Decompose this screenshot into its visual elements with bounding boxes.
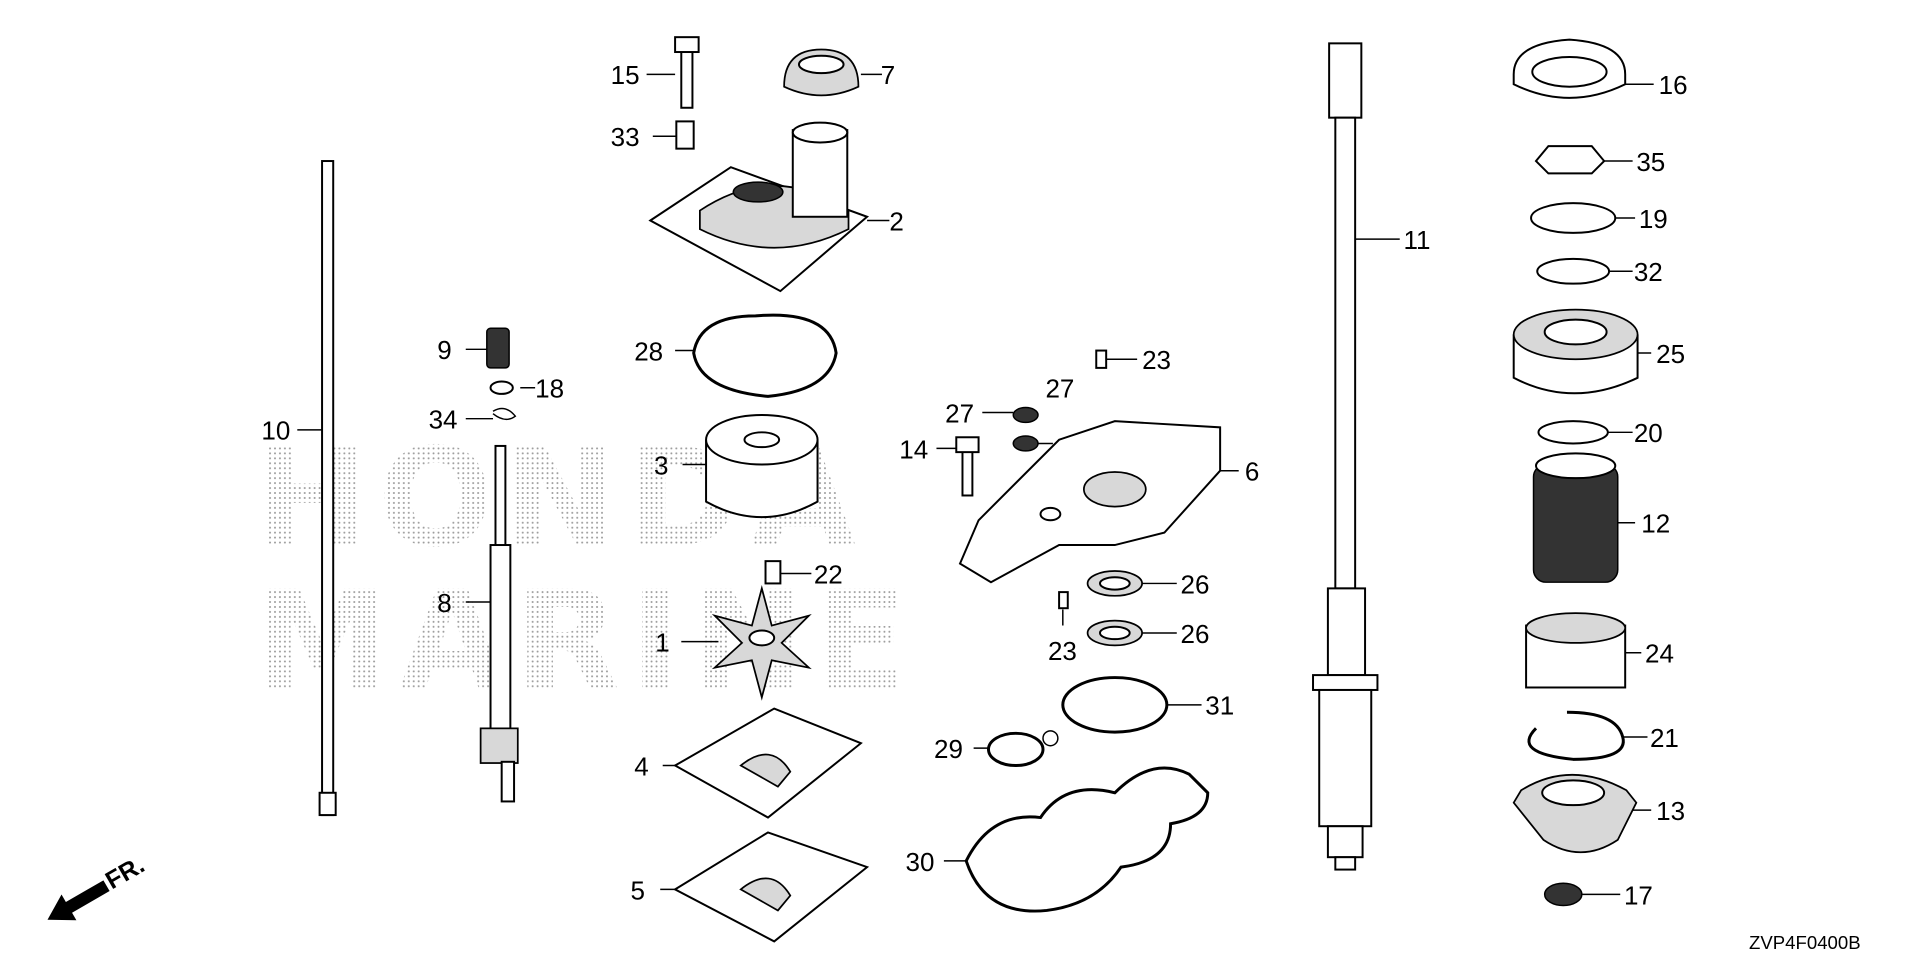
part-32-shim bbox=[1536, 257, 1611, 285]
callout-27: 27 bbox=[945, 398, 974, 428]
part-20-oring bbox=[1537, 420, 1609, 445]
part-28-gasket bbox=[692, 313, 838, 398]
part-18-washer bbox=[489, 380, 514, 395]
part-12-sleeve bbox=[1532, 452, 1619, 583]
callout-12: 12 bbox=[1641, 509, 1670, 539]
callout-23: 23 bbox=[1142, 345, 1171, 375]
part-16-nut bbox=[1512, 38, 1627, 99]
front-label: FR. bbox=[101, 852, 149, 895]
callout-32: 32 bbox=[1634, 257, 1663, 287]
arrow-icon bbox=[47, 880, 110, 921]
part-13-gear bbox=[1512, 774, 1638, 854]
callout-9: 9 bbox=[437, 335, 451, 365]
callout-2: 2 bbox=[889, 206, 903, 236]
part-3-impeller-housing bbox=[705, 413, 819, 519]
part-9-spring bbox=[486, 327, 510, 369]
part-24-bearing bbox=[1525, 612, 1627, 689]
part-1-impeller bbox=[711, 585, 812, 701]
part-26-seals bbox=[1086, 570, 1143, 647]
callout-29: 29 bbox=[934, 734, 963, 764]
callout-22: 22 bbox=[814, 559, 843, 589]
watermark-line-2: MARINE bbox=[254, 562, 917, 720]
part-22-key bbox=[764, 560, 782, 585]
part-10-shift-rod bbox=[318, 160, 337, 817]
callout-33: 33 bbox=[611, 122, 640, 152]
callout-13: 13 bbox=[1656, 796, 1685, 826]
callout-35: 35 bbox=[1636, 147, 1665, 177]
callout-7: 7 bbox=[881, 60, 895, 90]
part-35-nut bbox=[1534, 145, 1606, 175]
callout-6: 6 bbox=[1245, 457, 1259, 487]
callout-28: 28 bbox=[634, 336, 663, 366]
callout-26: 26 bbox=[1180, 619, 1209, 649]
part-29-oring bbox=[987, 730, 1059, 768]
part-8-shift-shaft bbox=[479, 444, 519, 803]
part-7-seal bbox=[783, 48, 860, 97]
callout-16: 16 bbox=[1659, 70, 1688, 100]
callout-1: 1 bbox=[655, 628, 669, 658]
part-19-washer bbox=[1530, 202, 1617, 234]
callout-17: 17 bbox=[1624, 880, 1653, 910]
callout-11: 11 bbox=[1403, 225, 1430, 255]
leader-lines bbox=[297, 73, 1654, 896]
callout-14: 14 bbox=[899, 434, 928, 464]
part-23-pin bbox=[1095, 349, 1108, 369]
part-4-plate bbox=[673, 707, 863, 819]
part-30-gasket bbox=[964, 766, 1210, 913]
callout-27: 27 bbox=[1045, 374, 1074, 404]
callout-25: 25 bbox=[1656, 339, 1685, 369]
diagram-code: ZVP4F0400B bbox=[1749, 932, 1861, 953]
callout-19: 19 bbox=[1639, 204, 1668, 234]
callout-21: 21 bbox=[1650, 723, 1679, 753]
callout-31: 31 bbox=[1205, 691, 1234, 721]
callouts: 15 7 33 2 28 9 18 34 10 3 22 8 1 4 5 23 … bbox=[261, 60, 1687, 910]
part-31-oring bbox=[1061, 676, 1169, 734]
part-11-drive-shaft bbox=[1312, 42, 1379, 871]
callout-23: 23 bbox=[1048, 636, 1077, 666]
callout-5: 5 bbox=[631, 875, 645, 905]
part-27-seals bbox=[1012, 406, 1039, 452]
callout-15: 15 bbox=[611, 60, 640, 90]
callout-10: 10 bbox=[261, 416, 290, 446]
part-21-circlip bbox=[1527, 710, 1625, 761]
part-34-clip bbox=[492, 407, 517, 421]
part-6-plate bbox=[958, 420, 1222, 584]
callout-4: 4 bbox=[634, 751, 648, 781]
part-25-bearing bbox=[1512, 308, 1639, 395]
part-17-seal bbox=[1543, 882, 1583, 907]
part-23-pin-lower bbox=[1058, 591, 1069, 610]
callout-18: 18 bbox=[535, 374, 564, 404]
callout-20: 20 bbox=[1634, 418, 1663, 448]
part-2-pump-housing bbox=[648, 121, 870, 293]
callout-30: 30 bbox=[905, 847, 934, 877]
part-33-collar bbox=[675, 120, 695, 150]
callout-24: 24 bbox=[1645, 639, 1674, 669]
callout-34: 34 bbox=[429, 405, 458, 435]
callout-26: 26 bbox=[1180, 569, 1209, 599]
callout-8: 8 bbox=[437, 588, 451, 618]
part-14-bolt bbox=[955, 436, 980, 497]
part-5-plate bbox=[673, 831, 870, 943]
part-15-bolt bbox=[674, 36, 700, 109]
callout-3: 3 bbox=[654, 450, 668, 480]
front-direction-arrow: FR. bbox=[47, 852, 149, 921]
